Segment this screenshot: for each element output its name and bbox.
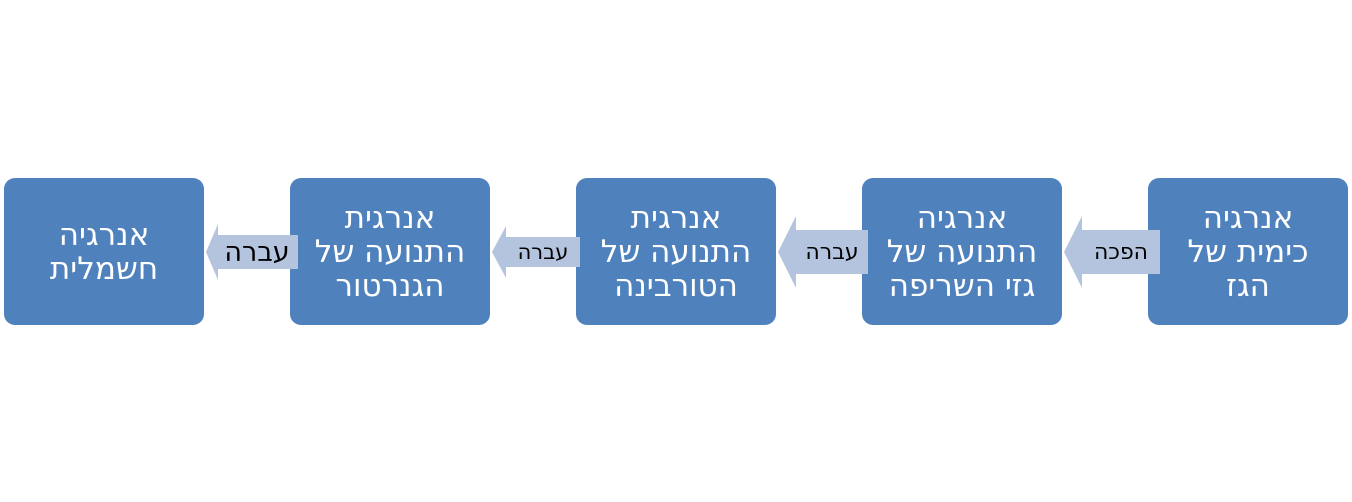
arrow-label: הפכה [1093,239,1149,265]
node-line: התנועה של [314,233,466,270]
node-line: התנועה של [600,233,752,270]
node-line: אנרגיה [58,216,150,253]
node-turbine-kinetic-energy: אנרגית התנועה של הטורבינה [576,178,776,325]
left-arrow-icon [778,216,868,288]
node-generator-kinetic-energy: אנרגית התנועה של הגנרטור [290,178,490,325]
node-line: כימית של [1187,233,1309,270]
arrow-converted: הפכה [1064,216,1160,288]
node-line: אנרגית [344,199,436,236]
node-combustion-gas-kinetic-energy: אנרגיה התנועה של גזי השריפה [862,178,1062,325]
node-line: אנרגית [630,199,722,236]
node-line: אנרגיה [1202,199,1294,236]
node-line: חשמלית [49,250,159,287]
node-line: גזי השריפה [888,267,1036,304]
node-chemical-energy: אנרגיה כימית של הגז [1148,178,1348,325]
arrow-label: עברה [224,236,290,268]
node-line: הטורבינה [614,267,738,304]
left-arrow-icon [206,224,298,280]
node-electrical-energy: אנרגיה חשמלית [4,178,204,325]
arrow-transferred: עברה [206,224,298,280]
arrow-transferred: עברה [778,216,868,288]
node-line: התנועה של [886,233,1038,270]
left-arrow-icon [492,226,580,278]
node-line: הגנרטור [335,267,445,304]
arrow-label: עברה [805,239,859,265]
arrow-transferred: עברה [492,226,580,278]
arrow-label: עברה [517,240,569,264]
node-line: הגז [1226,267,1270,304]
node-line: אנרגיה [916,199,1008,236]
left-arrow-icon [1064,216,1160,288]
